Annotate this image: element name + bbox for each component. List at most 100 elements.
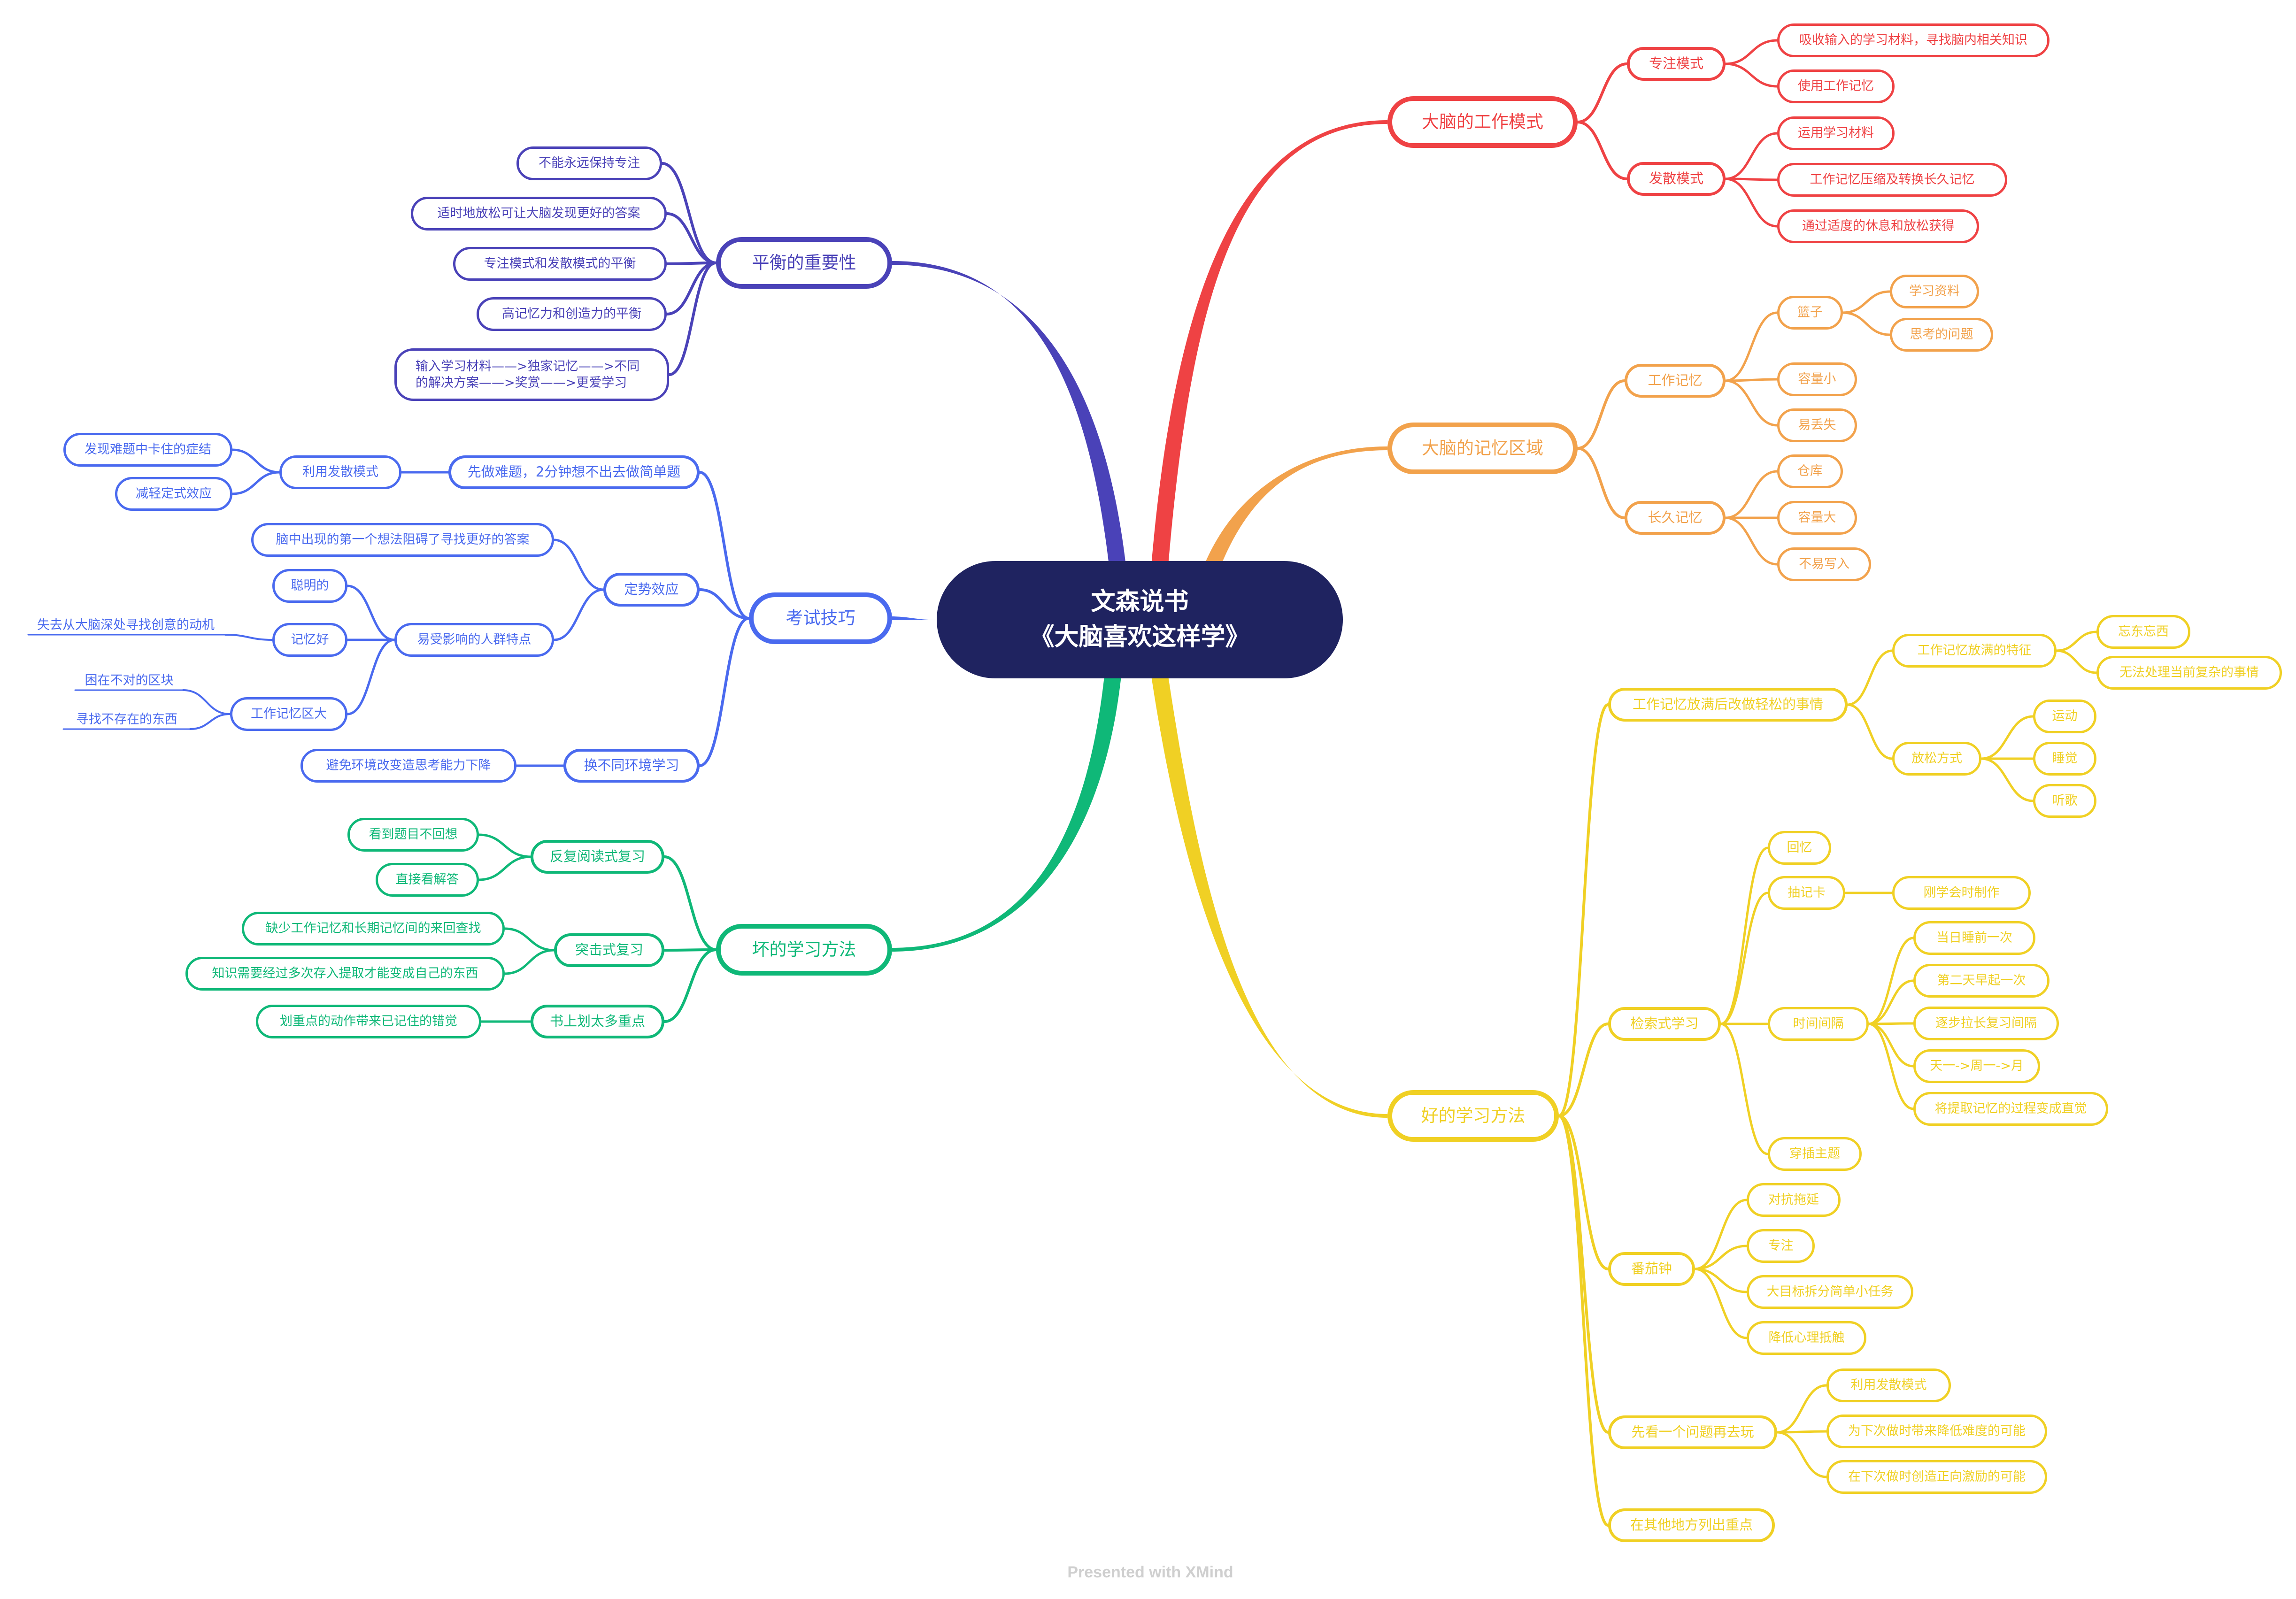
topic-split-goals[interactable]: 大目标拆分简单小任务 — [1747, 1275, 1913, 1309]
link-o8 — [1724, 516, 1779, 566]
topic-easy-loss[interactable]: 易丢失 — [1777, 408, 1857, 442]
topic-diffuse-compress[interactable]: 工作记忆压缩及转换长久记忆 — [1777, 163, 2007, 197]
topic-recall[interactable]: 回忆 — [1768, 831, 1831, 865]
topic-smart[interactable]: 聪明的 — [272, 569, 347, 603]
link-o4 — [1724, 378, 1779, 382]
link-r1 — [1724, 39, 1779, 65]
branch-link-work-mode — [1151, 120, 1387, 566]
topic-full-features[interactable]: 工作记忆放满的特征 — [1892, 634, 2057, 668]
topic-anti-procrastination[interactable]: 对抗拖延 — [1747, 1183, 1841, 1217]
central-topic[interactable]: 文森说书 《大脑喜欢这样学》 — [937, 561, 1343, 678]
topic-stuck-wrong-area[interactable]: 困在不对的区块 — [85, 673, 174, 688]
topic-next-morning[interactable]: 第二天早起一次 — [1913, 964, 2049, 998]
topic-focus-mode[interactable]: 专注模式 — [1627, 47, 1726, 81]
topic-reduce-resistance[interactable]: 降低心理抵触 — [1747, 1321, 1866, 1355]
topic-brain-work-mode[interactable]: 大脑的工作模式 — [1387, 96, 1578, 148]
topic-focus-working-memory[interactable]: 使用工作记忆 — [1777, 69, 1895, 103]
link-o2 — [1841, 290, 1891, 314]
topic-search-nonexistent[interactable]: 寻找不存在的东西 — [76, 712, 177, 727]
topic-small-capacity[interactable]: 容量小 — [1777, 362, 1857, 396]
topic-avoid-env-change[interactable]: 避免环境改变造思考能力下降 — [300, 749, 516, 783]
topic-reduce-einstellung[interactable]: 减轻定式效应 — [115, 477, 232, 511]
topic-first-idea-blocks[interactable]: 脑中出现的第一个想法阻碍了寻找更好的答案 — [251, 523, 554, 557]
topic-relax-ways[interactable]: 放松方式 — [1892, 742, 1981, 776]
topic-pomodoro[interactable]: 番茄钟 — [1608, 1252, 1695, 1286]
topic-warehouse[interactable]: 仓库 — [1777, 454, 1843, 488]
topic-learning-loop[interactable]: 输入学习材料——>独家记忆——>不同 的解决方案——>奖赏——>更爱学习 — [394, 348, 669, 401]
topic-time-interval[interactable]: 时间间隔 — [1768, 1007, 1869, 1041]
topic-use-diffuse[interactable]: 利用发散模式 — [1826, 1368, 1951, 1402]
topic-focus[interactable]: 专注 — [1747, 1229, 1815, 1263]
branch-link-exam — [892, 616, 948, 620]
topic-make-when-learned[interactable]: 刚学会时制作 — [1892, 876, 2031, 910]
topic-diffuse-rest[interactable]: 通过适度的休息和放松获得 — [1777, 209, 1979, 243]
topic-memory-creativity-balance[interactable]: 高记忆力和创造力的平衡 — [477, 297, 667, 331]
central-topic-subtitle: 《大脑喜欢这样学》 — [1030, 623, 1250, 651]
topic-long-term-memory[interactable]: 长久记忆 — [1625, 501, 1726, 535]
topic-interleave[interactable]: 穿插主题 — [1768, 1137, 1862, 1171]
topic-hard-to-write[interactable]: 不易写入 — [1777, 547, 1871, 581]
topic-susceptible-traits[interactable]: 易受影响的人群特点 — [394, 623, 554, 657]
topic-lose-motivation[interactable]: 失去从大脑深处寻找创意的动机 — [37, 618, 215, 633]
topic-hard-first[interactable]: 先做难题，2分钟想不出去做简单题 — [448, 455, 700, 489]
topic-sleep[interactable]: 睡觉 — [2033, 742, 2096, 776]
topic-cram-review[interactable]: 突击式复习 — [554, 933, 664, 967]
topic-large-capacity[interactable]: 容量大 — [1777, 501, 1857, 535]
link-p3 — [665, 261, 717, 265]
topic-retrieval-learning[interactable]: 检索式学习 — [1608, 1007, 1721, 1041]
topic-list-key-points[interactable]: 在其他地方列出重点 — [1608, 1508, 1775, 1542]
topic-lack-lookup[interactable]: 缺少工作记忆和长期记忆间的来回查找 — [242, 912, 505, 946]
topic-good-methods[interactable]: 好的学习方法 — [1387, 1090, 1559, 1142]
topic-question-thinking[interactable]: 思考的问题 — [1890, 318, 1993, 352]
topic-reduce-difficulty[interactable]: 为下次做时带来降低难度的可能 — [1826, 1414, 2047, 1448]
topic-cannot-always-focus[interactable]: 不能永远保持专注 — [516, 146, 662, 180]
topic-reread-review[interactable]: 反复阅读式复习 — [531, 840, 664, 874]
topic-basket[interactable]: 篮子 — [1777, 296, 1843, 330]
link-longterm — [1576, 447, 1626, 519]
topic-extend-interval[interactable]: 逐步拉长复习间隔 — [1913, 1007, 2059, 1040]
topic-forgetful[interactable]: 忘东忘西 — [2096, 615, 2190, 649]
topic-music[interactable]: 听歌 — [2033, 784, 2096, 818]
topic-see-answer[interactable]: 直接看解答 — [376, 863, 479, 897]
topic-before-sleep[interactable]: 当日睡前一次 — [1913, 921, 2035, 955]
topic-illusion-memorized[interactable]: 划重点的动作带来已记住的错觉 — [256, 1005, 481, 1038]
topic-focus-absorb[interactable]: 吸收输入的学习材料，寻找脑内相关知识 — [1777, 23, 2049, 57]
link-y6 — [1846, 649, 1894, 706]
topic-day-week-month[interactable]: 天一->周一->月 — [1913, 1049, 2040, 1083]
topic-big-working-memory[interactable]: 工作记忆区大 — [230, 697, 347, 731]
topic-exercise[interactable]: 运动 — [2033, 700, 2096, 733]
topic-balance[interactable]: 平衡的重要性 — [716, 237, 892, 289]
topic-too-many-highlights[interactable]: 书上划太多重点 — [531, 1005, 664, 1038]
link-y19 — [1867, 979, 1915, 1025]
topic-working-memory[interactable]: 工作记忆 — [1625, 364, 1726, 398]
topic-bad-methods[interactable]: 坏的学习方法 — [716, 924, 892, 976]
topic-diffuse-mode[interactable]: 发散模式 — [1627, 162, 1726, 196]
link-diffuse — [1576, 121, 1628, 180]
topic-cannot-handle-complex[interactable]: 无法处理当前复杂的事情 — [2096, 656, 2282, 690]
link-y21 — [1867, 1022, 1915, 1068]
learning-loop-line2: 的解决方案——>奖赏——>更爱学习 — [416, 376, 627, 390]
link-g1 — [663, 855, 717, 951]
topic-intuition[interactable]: 将提取记忆的过程变成直觉 — [1913, 1092, 2108, 1126]
topic-relax-after-full[interactable]: 工作记忆放满后改做轻松的事情 — [1608, 688, 1848, 722]
topic-positive-incentive[interactable]: 在下次做时创造正向激励的可能 — [1826, 1460, 2047, 1494]
topic-flashcard[interactable]: 抽记卡 — [1768, 876, 1845, 910]
topic-multiple-storage[interactable]: 知识需要经过多次存入提取才能变成自己的东西 — [185, 957, 505, 991]
topic-look-problem-first[interactable]: 先看一个问题再去玩 — [1608, 1415, 1777, 1449]
link-y14 — [1719, 892, 1769, 1025]
link-y7 — [1846, 703, 1894, 760]
topic-memory-regions[interactable]: 大脑的记忆区域 — [1387, 423, 1578, 474]
link-p4 — [665, 261, 717, 315]
topic-einstellung-effect[interactable]: 定势效应 — [603, 573, 700, 607]
topic-no-recall[interactable]: 看到题目不回想 — [347, 818, 479, 852]
topic-exam-skills[interactable]: 考试技巧 — [749, 592, 892, 644]
topic-exam-use-diffuse[interactable]: 利用发散模式 — [279, 455, 401, 489]
topic-study-material[interactable]: 学习资料 — [1890, 275, 1979, 308]
topic-good-memory[interactable]: 记忆好 — [272, 623, 347, 657]
link-y10 — [1980, 715, 2034, 760]
topic-focus-diffuse-balance[interactable]: 专注模式和发散模式的平衡 — [453, 247, 667, 281]
topic-find-bottleneck[interactable]: 发现难题中卡住的症结 — [63, 433, 232, 467]
topic-diffuse-use-material[interactable]: 运用学习材料 — [1777, 116, 1895, 150]
topic-relax-better-answer[interactable]: 适时地放松可让大脑发现更好的答案 — [411, 197, 667, 231]
topic-change-environment[interactable]: 换不同环境学习 — [563, 749, 700, 783]
